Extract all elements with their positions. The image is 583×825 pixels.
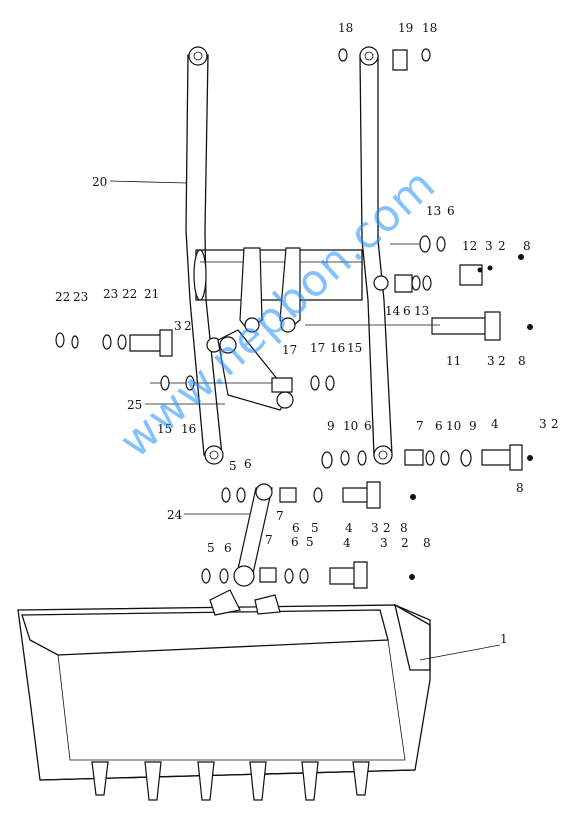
callout-13: 13 xyxy=(426,204,442,218)
callout-3: 3 xyxy=(380,536,388,550)
center-link-plates xyxy=(239,247,301,333)
callout-10: 10 xyxy=(343,419,359,433)
callout-25: 25 xyxy=(127,398,143,412)
callout-6: 6 xyxy=(403,304,411,318)
callout-4: 4 xyxy=(343,536,351,550)
callout-15: 15 xyxy=(347,341,363,355)
right-boom-arm xyxy=(359,46,393,465)
callout-18: 18 xyxy=(338,21,354,35)
callout-24: 24 xyxy=(167,508,183,522)
callout-4: 4 xyxy=(491,417,499,431)
callout-6: 6 xyxy=(292,521,300,535)
callout-13: 13 xyxy=(414,304,430,318)
callout-8: 8 xyxy=(518,354,526,368)
callout-8: 8 xyxy=(516,481,524,495)
callout-14: 14 xyxy=(385,304,401,318)
callout-16: 16 xyxy=(181,422,197,436)
callout-22: 22 xyxy=(122,287,138,301)
callout-22: 22 xyxy=(55,290,71,304)
callout-6: 6 xyxy=(224,541,232,555)
callout-12: 12 xyxy=(462,239,478,253)
callout-3: 3 xyxy=(539,417,547,431)
callout-7: 7 xyxy=(265,533,273,547)
callout-17: 17 xyxy=(282,343,298,357)
callout-2: 2 xyxy=(498,354,506,368)
callout-8: 8 xyxy=(400,521,408,535)
callout-23: 23 xyxy=(73,290,89,304)
callout-20: 20 xyxy=(92,175,108,189)
callout-9: 9 xyxy=(469,419,477,433)
callout-6: 6 xyxy=(447,204,455,218)
callout-19: 19 xyxy=(398,21,414,35)
callout-2: 2 xyxy=(383,521,391,535)
bucket xyxy=(17,589,431,801)
callout-2: 2 xyxy=(184,319,192,333)
callout-2: 2 xyxy=(498,239,506,253)
callout-7: 7 xyxy=(276,509,284,523)
callout-21: 21 xyxy=(144,287,160,301)
callout-9: 9 xyxy=(327,419,335,433)
callout-5: 5 xyxy=(207,541,215,555)
callout-4: 4 xyxy=(345,521,353,535)
connecting-link-24 xyxy=(233,483,273,587)
callout-5: 5 xyxy=(306,535,314,549)
callout-5: 5 xyxy=(311,521,319,535)
callout-23: 23 xyxy=(103,287,119,301)
small-parts xyxy=(55,48,533,589)
callout-8: 8 xyxy=(423,536,431,550)
callout-5: 5 xyxy=(229,459,237,473)
callout-18: 18 xyxy=(422,21,438,35)
callout-15: 15 xyxy=(157,422,173,436)
callout-7: 7 xyxy=(416,419,424,433)
left-boom-arm xyxy=(185,46,224,465)
callout-3: 3 xyxy=(174,319,182,333)
callout-3: 3 xyxy=(485,239,493,253)
callout-3: 3 xyxy=(371,521,379,535)
callout-1: 1 xyxy=(500,632,508,646)
callout-8: 8 xyxy=(523,239,531,253)
callout-2: 2 xyxy=(551,417,559,431)
callout-11: 11 xyxy=(446,354,462,368)
callout-2: 2 xyxy=(401,536,409,550)
callout-10: 10 xyxy=(446,419,462,433)
callout-16: 16 xyxy=(330,341,346,355)
callout-3: 3 xyxy=(487,354,495,368)
cross-tube xyxy=(193,249,363,301)
callout-17: 17 xyxy=(310,341,326,355)
callout-6: 6 xyxy=(291,535,299,549)
callout-6: 6 xyxy=(435,419,443,433)
leader-lines xyxy=(109,180,501,661)
callout-6: 6 xyxy=(364,419,372,433)
callout-6: 6 xyxy=(244,457,252,471)
